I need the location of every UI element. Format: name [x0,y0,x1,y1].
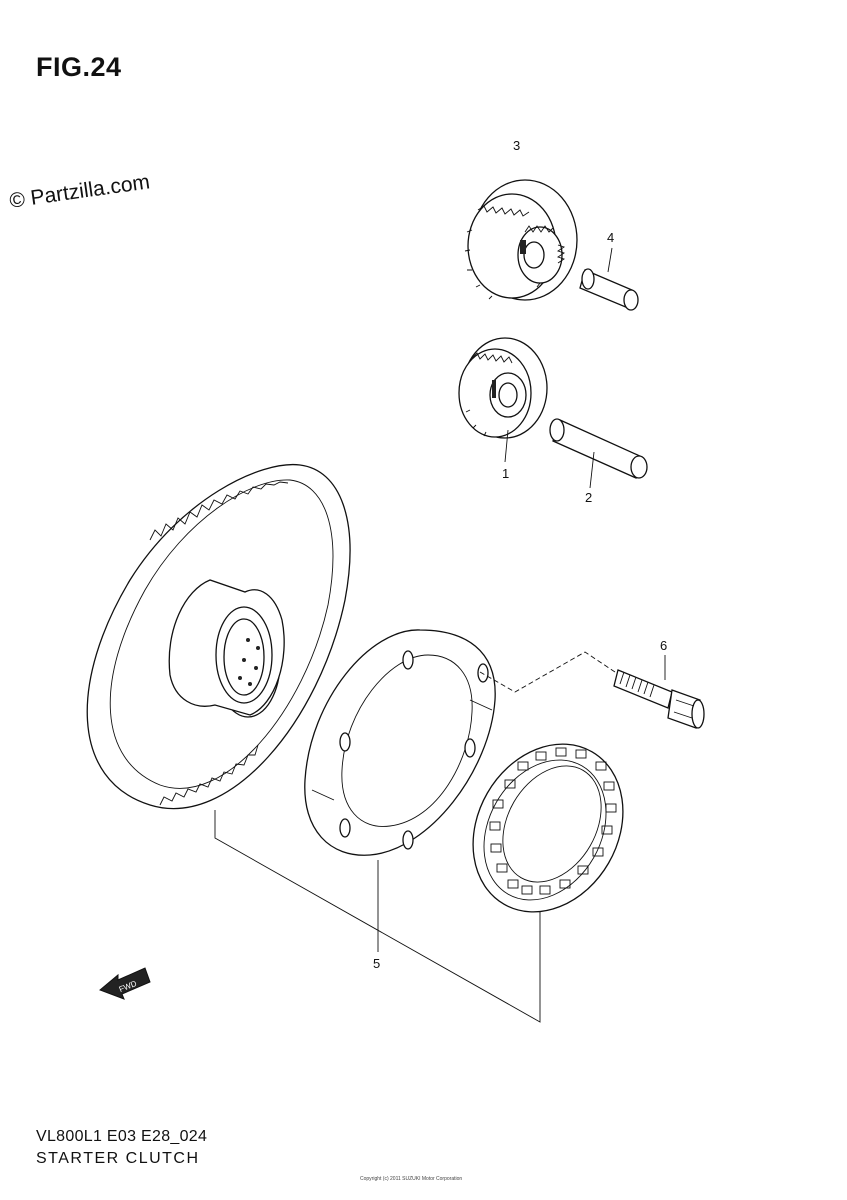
part-4-shaft[interactable] [579,268,639,311]
forward-arrow-icon: FWD [99,967,151,1000]
part-2-shaft[interactable] [549,418,648,479]
part-5-clutch-body[interactable] [304,629,496,856]
callout-3: 3 [513,138,520,153]
callout-5: 5 [373,956,380,971]
callout-4: 4 [607,230,614,245]
callout-1: 1 [502,466,509,481]
figure-title: FIG.24 [36,52,122,82]
part-1-gear[interactable] [458,337,548,439]
leader-lines [214,247,666,1023]
diagram-name: STARTER CLUTCH [36,1150,200,1167]
callout-labels: 3 4 1 2 6 5 [373,138,667,971]
part-6-bolt[interactable] [613,669,705,729]
callout-6: 6 [660,638,667,653]
diagram-code: VL800L1 E03 E28_024 [36,1128,208,1145]
copyright-note: Copyright (c) 2011 SUZUKI Motor Corporat… [360,1176,463,1182]
one-way-clutch-bearing[interactable] [443,717,652,939]
starter-driven-gear[interactable] [86,463,351,810]
callout-2: 2 [585,490,592,505]
part-3-idle-gear[interactable] [464,179,578,301]
